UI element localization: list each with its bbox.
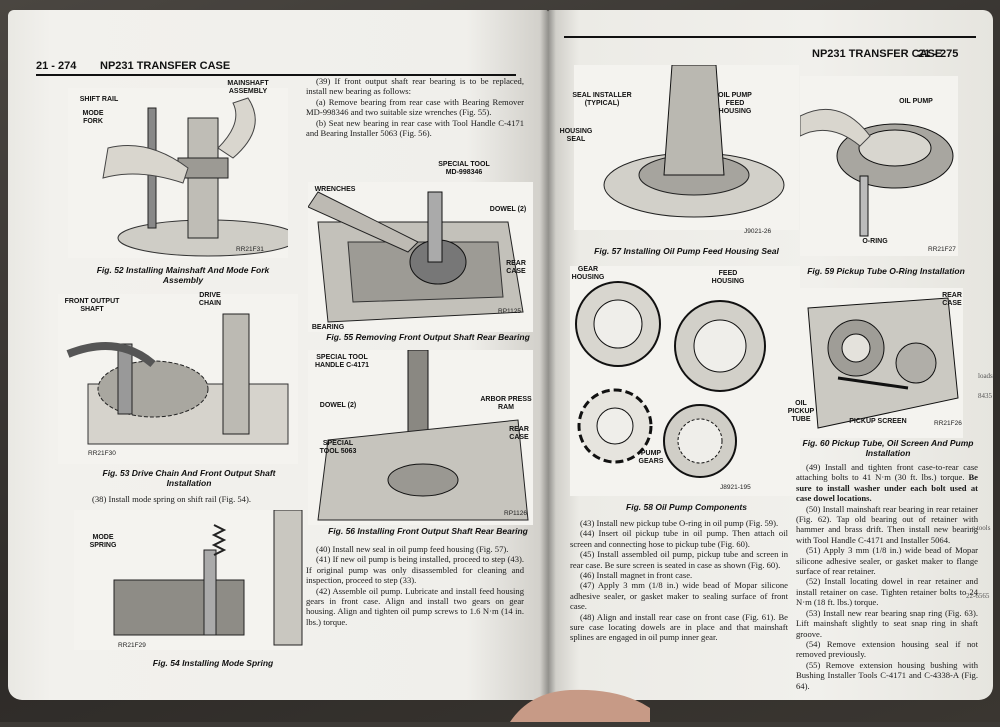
figure-56-caption: Fig. 56 Installing Front Output Shaft Re…	[328, 526, 528, 536]
figure-59-code: RR21F27	[928, 246, 956, 253]
step-39-text: (39) If front output shaft rear bearing …	[306, 76, 524, 138]
step-49-text: (49) Install and tighten front case-to-r…	[796, 462, 978, 483]
label-dowel-fig55: DOWEL (2)	[489, 206, 527, 213]
figure-54-caption: Fig. 54 Installing Mode Spring	[152, 658, 274, 668]
step-54: (54) Remove extension housing seal if no…	[796, 638, 978, 660]
figure-58-caption: Fig. 58 Oil Pump Components	[626, 502, 747, 512]
step-42: (42) Assemble oil pump. Lubricate and in…	[306, 585, 524, 627]
figure-56-code: RP1126	[504, 510, 528, 517]
figure-55-code: RP1125	[498, 308, 522, 315]
label-wrenches: WRENCHES	[314, 186, 356, 193]
label-drive-chain: DRIVE CHAIN	[198, 292, 222, 307]
label-gear-housing: GEAR HOUSING	[571, 266, 605, 281]
label-pickup-screen: PICKUP SCREEN	[849, 418, 907, 425]
right-page: NP231 TRANSFER CASE 21 - 275 SEAL INSTAL…	[548, 10, 993, 700]
label-dowel-fig56: DOWEL (2)	[319, 402, 357, 409]
figure-53-illustration	[58, 294, 298, 464]
left-section-title: NP231 TRANSFER CASE	[100, 60, 231, 72]
edge-note-8435: 8435	[978, 392, 992, 400]
step-41: (41) If new oil pump is being installed,…	[306, 554, 524, 586]
label-tool-handle-c4171: SPECIAL TOOL HANDLE C-4171	[314, 354, 370, 369]
steps-43-48-text: (43) Install new pickup tube O-ring in o…	[570, 518, 788, 643]
right-section-title: NP231 TRANSFER CASE	[812, 48, 943, 60]
figure-52-caption: Fig. 52 Installing Mainshaft And Mode Fo…	[96, 265, 270, 285]
step-45: (45) Install assembled oil pump, pickup …	[570, 549, 788, 570]
figure-60-illustration	[798, 288, 963, 438]
label-rear-case-fig56: REAR CASE	[509, 426, 529, 441]
open-service-manual: 21 - 274 NP231 TRANSFER CASE SHIFT RAIL …	[8, 10, 993, 715]
figure-54-code: RR21F29	[118, 642, 146, 649]
label-front-output-shaft: FRONT OUTPUT SHAFT	[64, 298, 120, 313]
label-pump-gears: PUMP GEARS	[638, 450, 664, 465]
figure-54-illustration	[74, 510, 304, 650]
edge-note-tools: e tools	[972, 524, 991, 532]
figure-55-caption: Fig. 55 Removing Front Output Shaft Rear…	[326, 332, 530, 342]
label-rear-case-fig60: REAR CASE	[942, 292, 962, 307]
book-gutter-shadow	[540, 10, 556, 700]
step-53: (53) Install new rear bearing snap ring …	[796, 607, 978, 639]
step-47: (47) Apply 3 mm (1/8 in.) wide bead of M…	[570, 580, 788, 612]
step-46: (46) Install magnet in front case.	[580, 570, 693, 581]
label-feed-housing: FEED HOUSING	[711, 270, 745, 285]
label-oil-pickup-tube: OIL PICKUP TUBE	[787, 400, 815, 423]
label-seal-installer: SEAL INSTALLER (TYPICAL)	[572, 92, 632, 107]
label-mode-fork: MODE FORK	[82, 110, 104, 125]
label-oil-pump-feed-housing: OIL PUMP FEED HOUSING	[718, 92, 752, 115]
label-mainshaft-assembly: MAINSHAFT ASSEMBLY	[227, 80, 269, 95]
step-43: (43) Install new pickup tube O-ring in o…	[580, 518, 779, 528]
figure-60-caption: Fig. 60 Pickup Tube, Oil Screen And Pump…	[802, 438, 974, 458]
edge-note-22-6565: 22-6565	[966, 592, 990, 600]
step-38-text: (38) Install mode spring on shift rail (…	[82, 494, 302, 504]
step-52: (52) Install locating dowel in rear reta…	[796, 576, 978, 608]
label-housing-seal: HOUSING SEAL	[559, 128, 593, 143]
figure-57-caption: Fig. 57 Installing Oil Pump Feed Housing…	[594, 246, 779, 256]
holding-hand	[510, 688, 650, 722]
left-page-number: 21 - 274	[36, 60, 77, 72]
label-o-ring: O-RING	[862, 238, 888, 245]
figure-57-illustration	[574, 65, 799, 230]
step-39: (39) If front output shaft rear bearing …	[306, 76, 524, 97]
steps-49-55-text: (49) Install and tighten front case-to-r…	[796, 462, 978, 691]
step-50: (50) Install mainshaft rear bearing in r…	[796, 503, 978, 545]
step-40: (40) Install new seal in oil pump feed h…	[316, 544, 509, 554]
figure-60-code: RR21F26	[934, 420, 962, 427]
figure-57-code: J9021-26	[744, 228, 772, 235]
step-55: (55) Remove extension housing bushing wi…	[796, 659, 978, 691]
step-49: (49) Install and tighten front case-to-r…	[796, 462, 978, 504]
steps-40-42-text: (40) Install new seal in oil pump feed h…	[306, 544, 524, 627]
left-page: 21 - 274 NP231 TRANSFER CASE SHIFT RAIL …	[8, 10, 548, 700]
edge-note-loads: loads	[978, 372, 993, 380]
figure-58-illustration	[570, 266, 800, 496]
label-bearing: BEARING	[311, 324, 345, 331]
header-rule	[36, 74, 516, 76]
step-49-warning: Be sure to install washer under each bol…	[796, 472, 978, 504]
figure-59-illustration	[800, 76, 958, 256]
label-oil-pump: OIL PUMP	[899, 98, 933, 105]
label-special-tool-md998346: SPECIAL TOOL MD-998346	[438, 161, 490, 176]
step-38: (38) Install mode spring on shift rail (…	[92, 494, 251, 504]
figure-56-illustration	[308, 350, 533, 525]
figure-58-code: J8921-195	[720, 484, 751, 491]
figure-53-code: RR21F30	[88, 450, 116, 457]
right-page-number: 21 - 275	[918, 48, 959, 60]
step-39b: (b) Seat new bearing in rear case with T…	[306, 117, 524, 139]
figure-55-illustration	[308, 182, 533, 332]
figure-53-caption: Fig. 53 Drive Chain And Front Output Sha…	[102, 468, 276, 488]
right-header-rule	[564, 36, 976, 38]
label-special-tool-5063: SPECIAL TOOL 5063	[319, 440, 357, 455]
label-rear-case-fig55: REAR CASE	[506, 260, 526, 275]
label-shift-rail: SHIFT RAIL	[79, 96, 119, 103]
step-48: (48) Align and install rear case on fron…	[570, 611, 788, 643]
label-mode-spring: MODE SPRING	[89, 534, 117, 549]
figure-52-illustration	[68, 88, 288, 258]
step-44: (44) Insert oil pickup tube in oil pump.…	[570, 528, 788, 549]
step-51: (51) Apply 3 mm (1/8 in.) wide bead of M…	[796, 545, 978, 577]
step-39a: (a) Remove bearing from rear case with B…	[306, 96, 524, 118]
figure-52-code: RR21F31	[236, 246, 264, 253]
label-arbor-press-ram: ARBOR PRESS RAM	[480, 396, 532, 411]
figure-59-caption: Fig. 59 Pickup Tube O-Ring Installation	[807, 266, 965, 276]
